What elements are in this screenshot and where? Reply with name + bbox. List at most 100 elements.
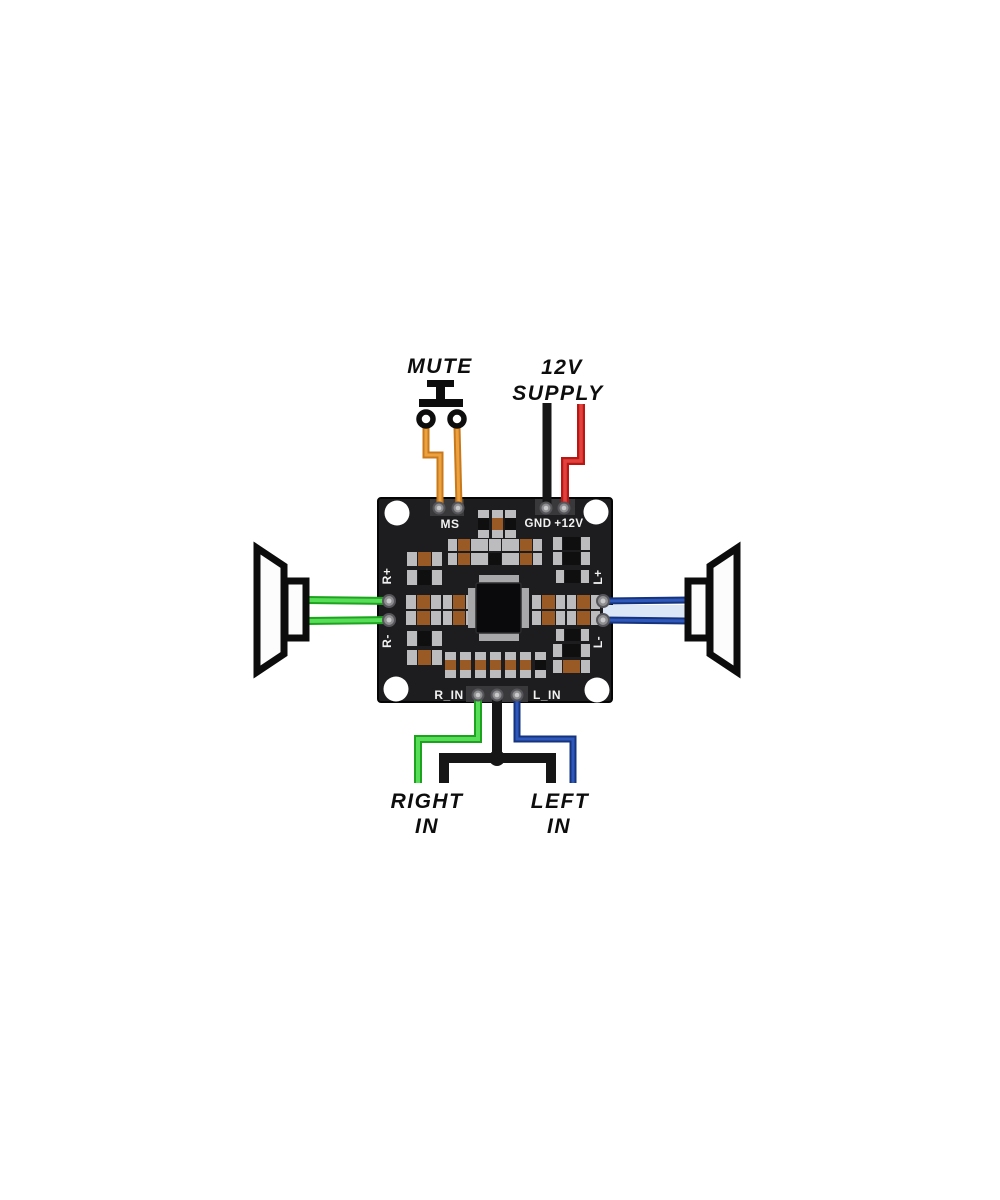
smd-body-black — [505, 518, 516, 530]
ground-junction-dot — [489, 750, 505, 766]
button-base — [419, 399, 463, 407]
gnd-label: GND — [524, 518, 551, 530]
mounting-hole — [383, 676, 409, 702]
speaker-cone — [253, 541, 288, 679]
smd-body-black — [563, 537, 580, 550]
button-plunger-cap — [427, 380, 454, 387]
l-in-label: L_IN — [533, 688, 561, 702]
speaker-cone — [706, 541, 741, 679]
smd-pad — [478, 510, 489, 518]
smd-pad — [581, 629, 589, 641]
smd-pad — [460, 670, 471, 678]
supply-title-line2: SUPPLY — [512, 382, 604, 405]
smd-body-brown — [445, 660, 456, 670]
chip-body — [475, 582, 522, 634]
smd-pad — [581, 644, 590, 657]
l-plus-label: L+ — [591, 569, 605, 584]
smd-pad — [460, 652, 471, 660]
mute-wire-left — [422, 427, 444, 506]
smd-pad — [505, 510, 516, 518]
chip-pin-row-top — [479, 575, 519, 584]
smd-pad — [556, 570, 564, 583]
l-minus-wire-highlight — [602, 618, 691, 623]
smd-pad — [533, 539, 542, 551]
smd-pad — [406, 611, 416, 625]
smd-pad — [520, 670, 531, 678]
smd-pad — [406, 595, 416, 609]
smd-pad — [432, 552, 442, 566]
smd-pad — [510, 539, 519, 551]
smd-pad — [431, 611, 441, 625]
smd-pad — [492, 510, 503, 518]
l-plus-pad-hole — [600, 598, 606, 604]
smd-pad — [492, 530, 503, 538]
smd-pad — [567, 611, 576, 625]
smd-pad — [479, 539, 488, 551]
smd-pad — [502, 553, 511, 565]
supply-title-line1: 12V — [541, 356, 583, 379]
plus12v-wire — [561, 404, 585, 506]
smd-pad — [432, 570, 442, 585]
smd-pad — [510, 553, 519, 565]
smd-body-brown — [520, 539, 532, 551]
smd-pad — [535, 652, 546, 660]
smd-pad — [445, 670, 456, 678]
smd-body-brown — [418, 650, 431, 665]
left-input-title-line2: IN — [547, 815, 571, 838]
button-plunger-stem — [436, 386, 445, 401]
smd-body-brown — [458, 553, 470, 565]
smd-pad — [581, 552, 590, 565]
speaker-driver — [684, 577, 713, 642]
ms-pad-2-hole — [455, 505, 461, 511]
mute-title: MUTE — [407, 355, 473, 378]
r-plus-wire-highlight — [305, 598, 390, 603]
amplifier-chip — [468, 575, 529, 641]
smd-body-brown — [417, 595, 430, 609]
right-input-title-line1: RIGHT — [391, 790, 465, 813]
left-channel-speaker-icon — [684, 541, 741, 679]
smd-body-black — [418, 631, 431, 646]
mute-button-icon — [416, 380, 467, 429]
smd-pad — [553, 660, 562, 673]
l-minus-label: L- — [591, 636, 605, 648]
chip-pin-row-left — [468, 588, 477, 628]
annotation-labels: MUTE 12V SUPPLY RIGHT IN LEFT IN — [391, 355, 604, 838]
smd-body-black — [535, 660, 546, 670]
smd-pad — [479, 553, 488, 565]
chip-pin-row-bottom — [479, 632, 519, 641]
smd-body-brown — [475, 660, 486, 670]
right-speaker-wires — [305, 596, 390, 625]
smd-body-brown — [563, 660, 580, 673]
left-input-title-line1: LEFT — [531, 790, 590, 813]
smd-body-black — [563, 552, 580, 565]
smd-body-brown — [458, 539, 470, 551]
smd-pad — [475, 652, 486, 660]
smd-pad — [532, 595, 541, 609]
smd-body-black — [565, 570, 580, 583]
smd-pad — [407, 570, 417, 585]
button-terminal-right — [447, 409, 467, 429]
smd-pad — [553, 644, 562, 657]
smd-pad — [581, 660, 590, 673]
mute-wire-left-highlight — [424, 427, 442, 506]
left-speaker-wire-glow — [603, 605, 690, 617]
smd-pad — [567, 595, 576, 609]
smd-pad — [591, 595, 600, 609]
r-in-pad-hole — [475, 692, 481, 698]
smd-pad — [431, 595, 441, 609]
smd-body-brown — [418, 552, 431, 566]
smd-pad — [407, 650, 417, 665]
smd-body-brown — [453, 611, 465, 625]
smd-body-brown — [453, 595, 465, 609]
mounting-hole — [384, 500, 410, 526]
r-plus-label: R+ — [380, 568, 394, 585]
smd-pad — [490, 652, 501, 660]
supply-positive-wire — [561, 404, 585, 506]
smd-body-brown — [520, 660, 531, 670]
smd-pad — [505, 530, 516, 538]
smd-pad — [553, 537, 562, 550]
input-gnd-pad-hole — [494, 692, 500, 698]
smd-pad — [471, 553, 480, 565]
smd-pad — [553, 552, 562, 565]
